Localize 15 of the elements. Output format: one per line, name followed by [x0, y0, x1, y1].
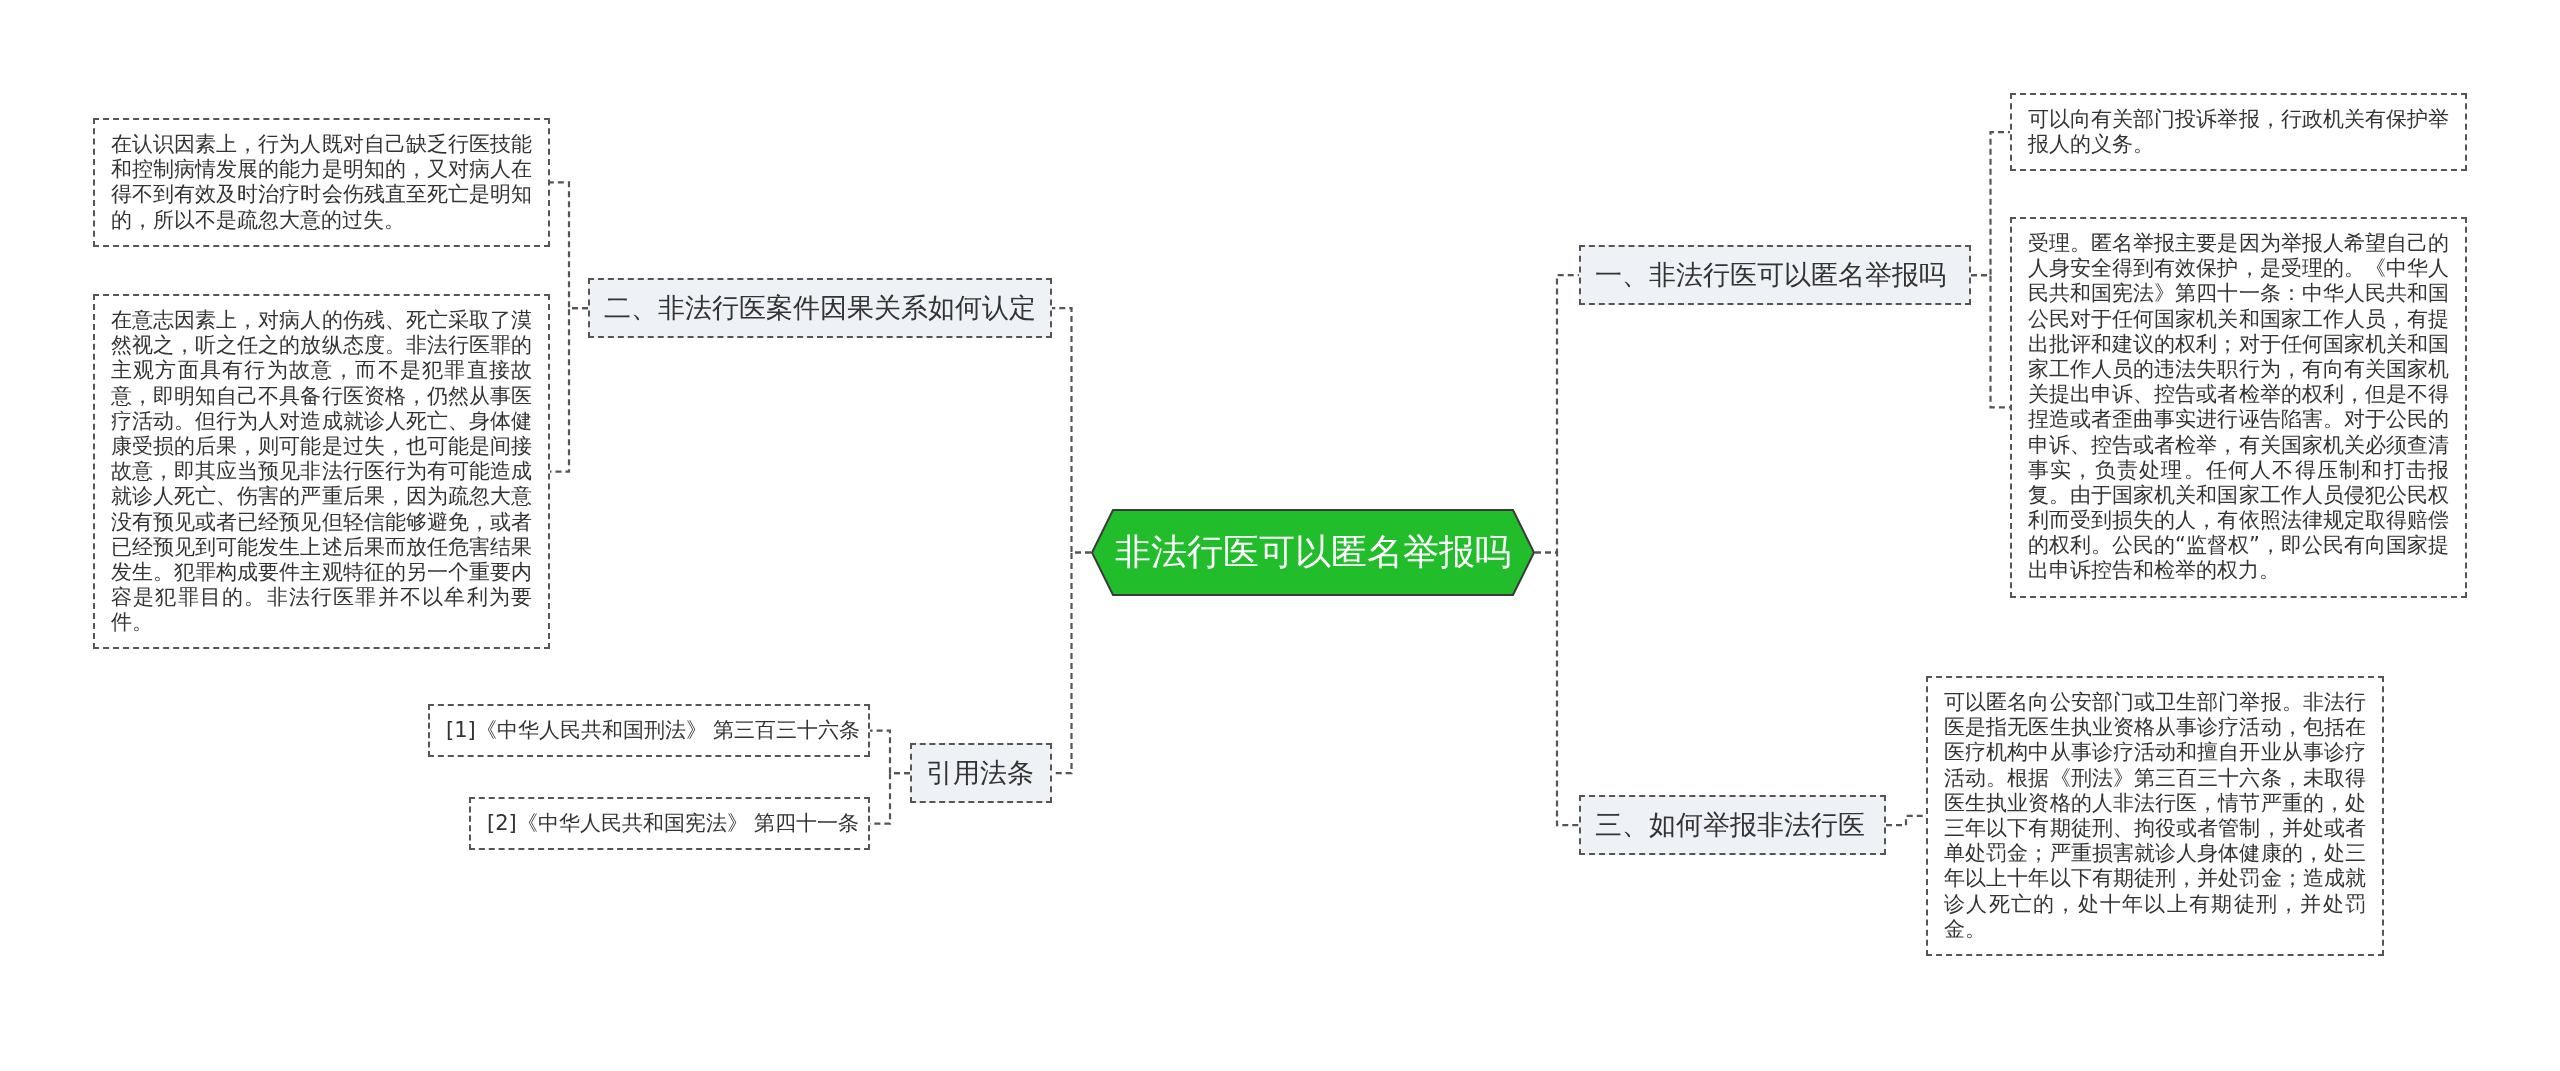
- connector-line: [1971, 274, 2010, 409]
- note-box: 在意志因素上，对病人的伤残、死亡采取了漠然视之，听之任之的放纵态度。非法行医罪的主观方面具有行为故意，而不是犯罪直接故意，即明知自己不具备行医资格，仍然从事医疗活动。但行为人对造成就诊人死亡、身体健康受损的后果，则可能是过失，也可能是间接故意，即其应当预见非法行医行为有可能造成就诊人死亡、伤害的严重后果，因为疏忽大意没有预见或者已经预见但轻信能够避免，或者已经预见到可能发生上述后果而放任危害结果发生。犯罪构成要件主观特征的另一个重要内容是犯罪目的。非法行医罪并不以牟利为要件。: [93, 294, 550, 650]
- central-topic: 非法行医可以匿名举报吗: [1091, 509, 1535, 596]
- connector-line: [1886, 814, 1926, 827]
- note-box: 在认识因素上，行为人既对自己缺乏行医技能和控制病情发展的能力是明知的，又对病人在得不到有效及时治疗时会伤残直至死亡是明知的，所以不是疏忽大意的过失。: [93, 118, 550, 247]
- note-box: 可以匿名向公安部门或卫生部门举报。非法行医是指无医生执业资格从事诊疗活动，包括在医疗机构中从事诊疗活动和擅自开业从事诊疗活动。根据《刑法》第三百三十六条，未取得医生执业资格的人非法行医，情节严重的，处三年以下有期徒刑、拘役或者管制，并处或者单处罚金；严重损害就诊人身体健康的，处三年以上十年以下有期徒刑，并处罚金；造成就诊人死亡的，处十年以上有期徒刑，并处罚金。: [1926, 676, 2384, 956]
- note-box: [2]《中华人民共和国宪法》 第四十一条: [469, 797, 870, 851]
- topic-box: 三、如何举报非法行医: [1579, 795, 1886, 856]
- note-box: [1]《中华人民共和国刑法》 第三百三十六条: [428, 704, 870, 758]
- connector-line: [1535, 551, 1579, 827]
- note-box: 受理。匿名举报主要是因为举报人希望自己的人身安全得到有效保护，是受理的。《中华人民共和国宪法》第四十一条：中华人民共和国公民对于任何国家机关和国家工作人员，有提出批评和建议的权利；对于任何国家机关和国家工作人员的违法失职行为，有向有关国家机关提出申诉、控告或者检举的权利，但是不得捏造或者歪曲事实进行诬告陷害。对于公民的申诉、控告或者检举，有关国家机关必须查清事实，负责处理。任何人不得压制和打击报复。由于国家机关和国家工作人员侵犯公民权利而受到损失的人，有依照法律规定取得赔偿的权利。公民的“监督权”，即公民有向国家提出申诉控告和检举的权力。: [2010, 217, 2467, 598]
- topic-box: 二、非法行医案件因果关系如何认定: [588, 278, 1052, 339]
- topic-box: 一、非法行医可以匿名举报吗: [1579, 245, 1971, 306]
- note-box: 可以向有关部门投诉举报，行政机关有保护举报人的义务。: [2010, 93, 2467, 172]
- topic-box: 引用法条: [910, 743, 1052, 804]
